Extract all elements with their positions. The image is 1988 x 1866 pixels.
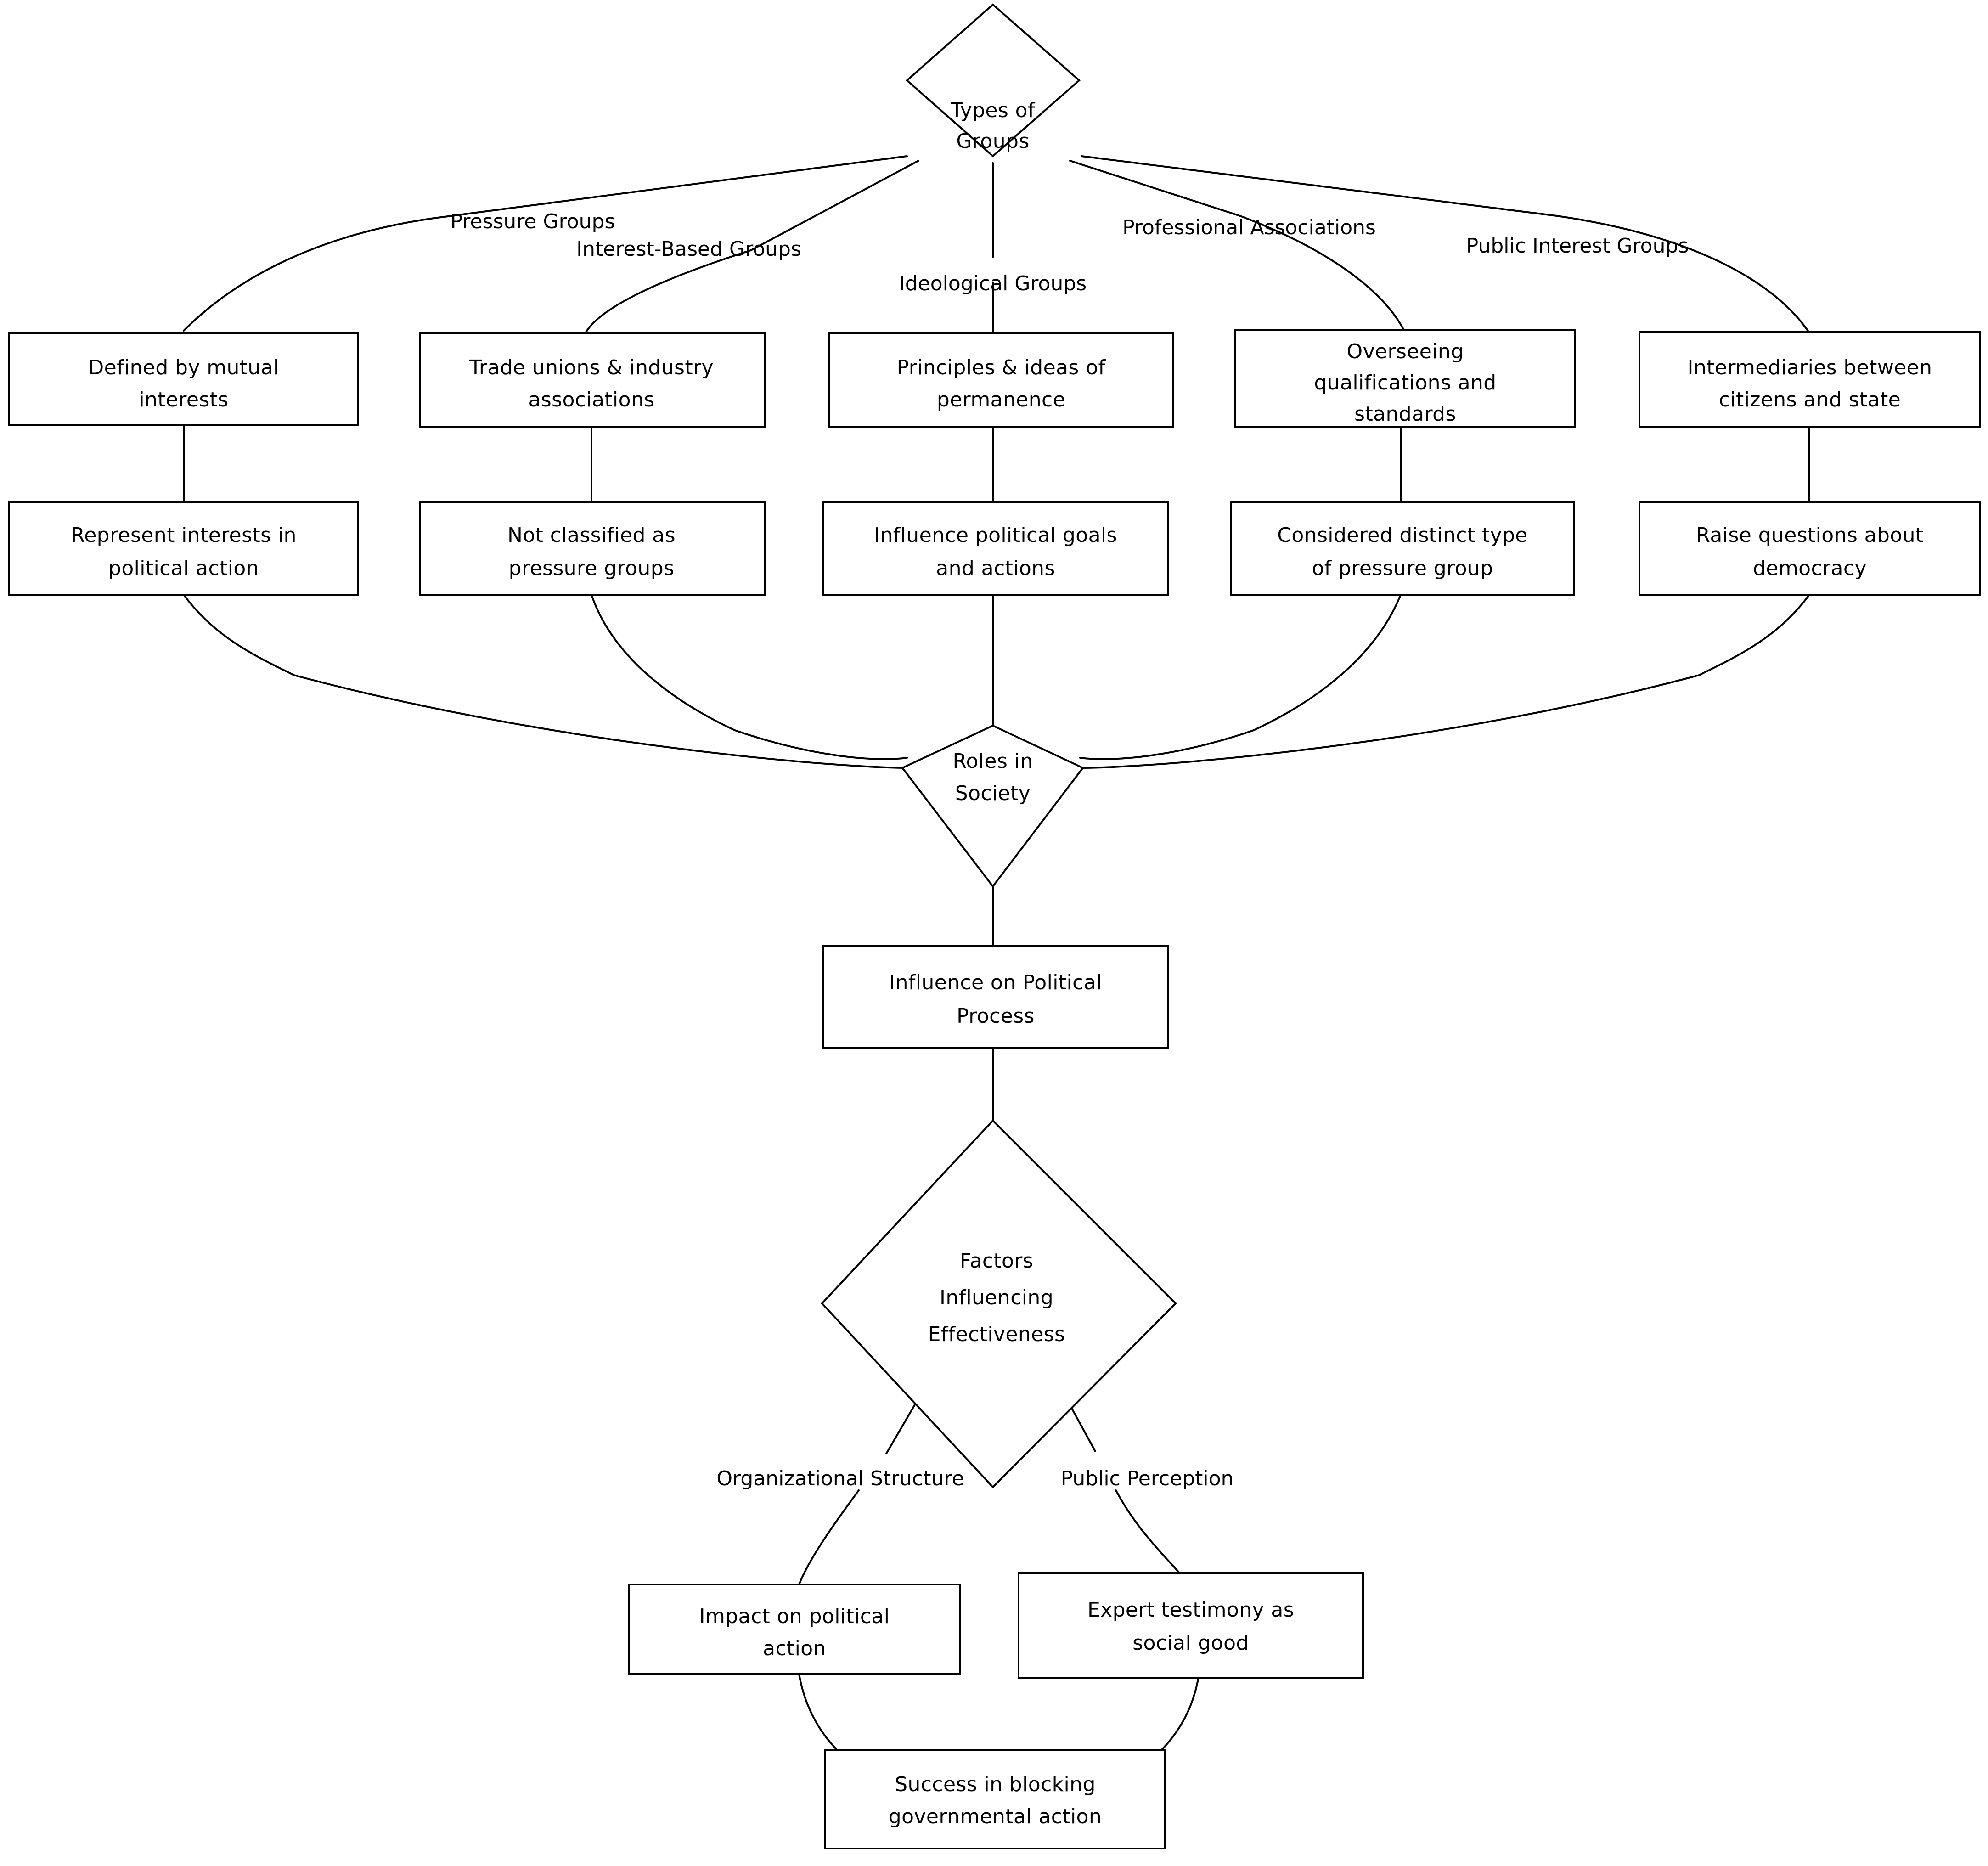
edge-types-to-overseeing — [1069, 160, 1406, 334]
node-intermediaries-line1: Intermediaries between — [1688, 356, 1932, 379]
node-expert-testimony-line1: Expert testimony as — [1087, 1598, 1294, 1622]
node-principles-line1: Principles & ideas of — [897, 356, 1106, 379]
node-factors-line1: Factors — [960, 1249, 1033, 1273]
node-considered-distinct[interactable]: Considered distinct type of pressure gro… — [1230, 501, 1575, 596]
node-not-classified[interactable]: Not classified as pressure groups — [419, 501, 766, 596]
node-considered-distinct-line2: of pressure group — [1312, 557, 1493, 580]
edge-factors-to-expert — [1065, 1398, 1190, 1585]
node-defined-mutual[interactable]: Defined by mutual interests — [8, 332, 359, 426]
node-not-classified-line2: pressure groups — [509, 557, 675, 580]
node-factors-line3: Effectiveness — [928, 1323, 1065, 1346]
node-success-blocking-line2: governmental action — [889, 1805, 1102, 1828]
node-factors-line2: Influencing — [940, 1286, 1053, 1309]
node-trade-unions[interactable]: Trade unions & industry associations — [419, 332, 766, 428]
edge-types-to-intermediaries — [1081, 155, 1810, 334]
node-influence-process[interactable]: Influence on Political Process — [822, 945, 1169, 1049]
node-represent-interests-line1: Represent interests in — [71, 524, 297, 547]
node-impact-political-line2: action — [763, 1637, 826, 1660]
node-roles-in-society-line2: Society — [955, 782, 1031, 805]
node-influence-goals[interactable]: Influence political goals and actions — [822, 501, 1169, 596]
node-principles[interactable]: Principles & ideas of permanence — [828, 332, 1174, 428]
node-represent-interests-line2: political action — [108, 557, 259, 580]
node-considered-distinct-line1: Considered distinct type — [1277, 524, 1528, 547]
edge-label-professional-associations: Professional Associations — [1122, 216, 1376, 239]
edge-label-organizational-structure: Organizational Structure — [716, 1467, 964, 1490]
node-roles-in-society[interactable]: Roles in Society — [901, 724, 1085, 888]
node-raise-questions[interactable]: Raise questions about democracy — [1639, 501, 1981, 596]
node-raise-questions-line1: Raise questions about — [1696, 524, 1923, 547]
node-overseeing[interactable]: Overseeing qualifications and standards — [1234, 329, 1576, 428]
node-overseeing-line2: qualifications and — [1314, 371, 1496, 395]
node-types-of-groups-line1: Types of — [950, 99, 1036, 122]
node-represent-interests[interactable]: Represent interests in political action — [8, 501, 359, 596]
node-trade-unions-line1: Trade unions & industry — [469, 356, 714, 379]
node-principles-line2: permanence — [937, 388, 1065, 412]
node-defined-mutual-line2: interests — [139, 388, 228, 412]
node-overseeing-line1: Overseeing — [1347, 340, 1464, 363]
edge-notclassified-to-roles — [591, 594, 908, 760]
edge-types-to-defined-mutual — [183, 155, 908, 332]
node-intermediaries-line2: citizens and state — [1719, 388, 1901, 412]
node-not-classified-line1: Not classified as — [507, 524, 676, 547]
node-types-of-groups[interactable]: Types of Groups — [905, 3, 1081, 158]
edge-considered-to-roles — [1079, 594, 1402, 760]
edge-raise-to-roles — [1082, 594, 1810, 769]
edge-represent-to-roles — [183, 594, 906, 769]
edge-label-public-perception: Public Perception — [1061, 1467, 1234, 1490]
node-raise-questions-line2: democracy — [1753, 557, 1867, 580]
node-influence-goals-line1: Influence political goals — [874, 524, 1117, 547]
node-expert-testimony[interactable]: Expert testimony as social good — [1018, 1572, 1364, 1679]
edge-factors-to-impact — [798, 1398, 919, 1585]
node-success-blocking[interactable]: Success in blocking governmental action — [824, 1749, 1166, 1849]
node-influence-process-line2: Process — [957, 1004, 1035, 1028]
node-factors[interactable]: Factors Influencing Effectiveness — [821, 1119, 1177, 1488]
node-impact-political[interactable]: Impact on political action — [628, 1584, 961, 1675]
node-expert-testimony-line2: social good — [1132, 1631, 1249, 1655]
node-roles-in-society-line1: Roles in — [952, 750, 1033, 773]
node-defined-mutual-line1: Defined by mutual — [88, 356, 279, 379]
node-overseeing-line3: standards — [1354, 402, 1456, 426]
node-success-blocking-line1: Success in blocking — [895, 1773, 1096, 1796]
node-influence-process-line1: Influence on Political — [889, 971, 1102, 994]
node-types-of-groups-line2: Groups — [956, 130, 1029, 153]
edge-label-interest-based-groups: Interest-Based Groups — [576, 237, 801, 261]
edge-label-ideological-groups: Ideological Groups — [899, 272, 1087, 295]
node-influence-goals-line2: and actions — [936, 557, 1055, 580]
edge-label-pressure-groups: Pressure Groups — [451, 210, 615, 233]
node-impact-political-line1: Impact on political — [699, 1605, 890, 1628]
node-intermediaries[interactable]: Intermediaries between citizens and stat… — [1639, 331, 1981, 428]
edge-types-to-trade-unions — [585, 160, 919, 334]
node-trade-unions-line2: associations — [528, 388, 654, 412]
edge-label-public-interest-groups: Public Interest Groups — [1466, 234, 1689, 258]
